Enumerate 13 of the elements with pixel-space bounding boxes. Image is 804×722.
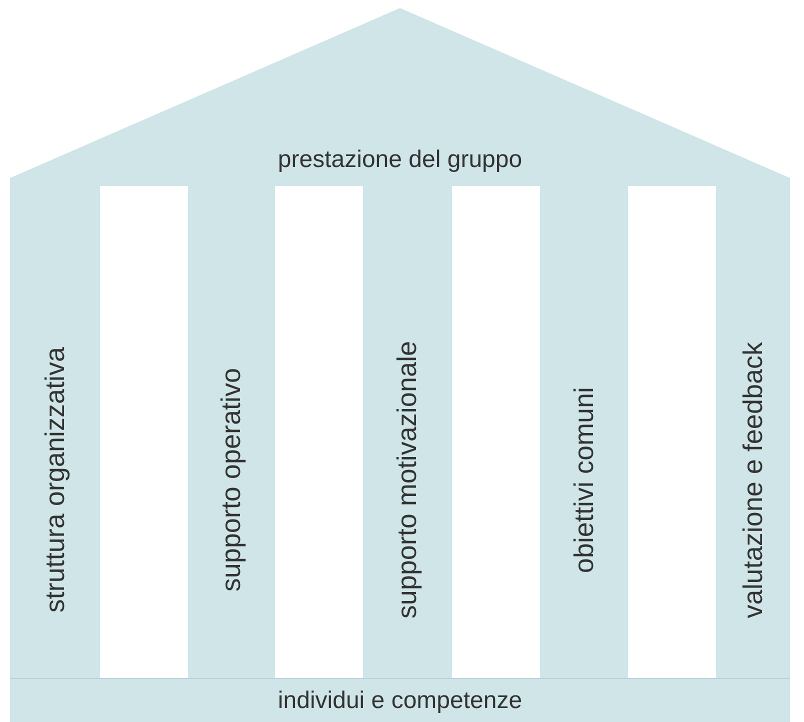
pillar-column: [188, 184, 275, 680]
roof-label: prestazione del gruppo: [278, 145, 522, 175]
pillar-label: obiettivi comuni: [568, 386, 600, 574]
pillar-label: valutazione e feedback: [736, 342, 769, 618]
pillar-label: supporto motivazionale: [391, 341, 424, 619]
pillar-label: supporto operativo: [215, 368, 248, 592]
pillar-column: [716, 184, 790, 680]
pillar-column: [363, 184, 452, 680]
pillar-column: [540, 184, 628, 680]
base-label: individui e competenze: [278, 686, 522, 716]
base-band: [10, 678, 790, 722]
pillar-label: struttura organizzativa: [38, 347, 71, 613]
pillar-column: [10, 184, 100, 680]
